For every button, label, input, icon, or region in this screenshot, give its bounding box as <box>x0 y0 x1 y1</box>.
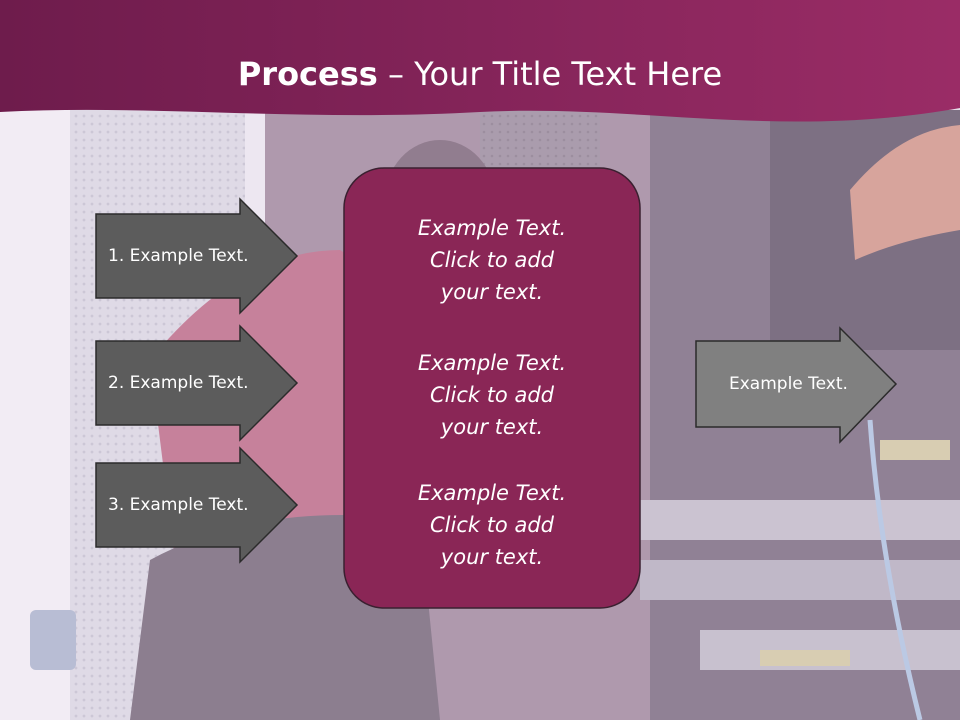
center-block-1-line-3: your text. <box>440 280 544 304</box>
center-text-block-1[interactable]: Example Text. Click to add your text. <box>344 212 640 308</box>
center-block-2-line-3: your text. <box>440 415 544 439</box>
page-title: Process – Your Title Text Here <box>0 52 960 96</box>
left-arrow-2-label[interactable]: 2. Example Text. <box>108 373 249 393</box>
left-arrow-3-label[interactable]: 3. Example Text. <box>108 495 249 515</box>
center-text-block-3[interactable]: Example Text. Click to add your text. <box>344 477 640 573</box>
left-arrow-3 <box>95 446 299 564</box>
center-block-2-line-1: Example Text. <box>417 351 567 375</box>
right-arrow-label[interactable]: Example Text. <box>729 374 848 394</box>
center-block-3-line-3: your text. <box>440 545 544 569</box>
right-arrow-shape <box>695 326 898 444</box>
center-block-1-line-2: Click to add <box>429 248 554 272</box>
center-block-3-line-2: Click to add <box>429 513 554 537</box>
title-separator: – <box>377 55 415 93</box>
center-block-3-line-1: Example Text. <box>417 481 567 505</box>
center-text-block-2[interactable]: Example Text. Click to add your text. <box>344 347 640 443</box>
left-arrow-1 <box>95 197 299 315</box>
center-block-2-line-2: Click to add <box>429 383 554 407</box>
center-box-shape <box>343 167 641 609</box>
left-arrow-2 <box>95 324 299 442</box>
center-block-1-line-1: Example Text. <box>417 216 567 240</box>
title-bold: Process <box>237 55 378 93</box>
left-arrow-1-label[interactable]: 1. Example Text. <box>108 246 249 266</box>
title-rest: Your Title Text Here <box>414 55 723 93</box>
